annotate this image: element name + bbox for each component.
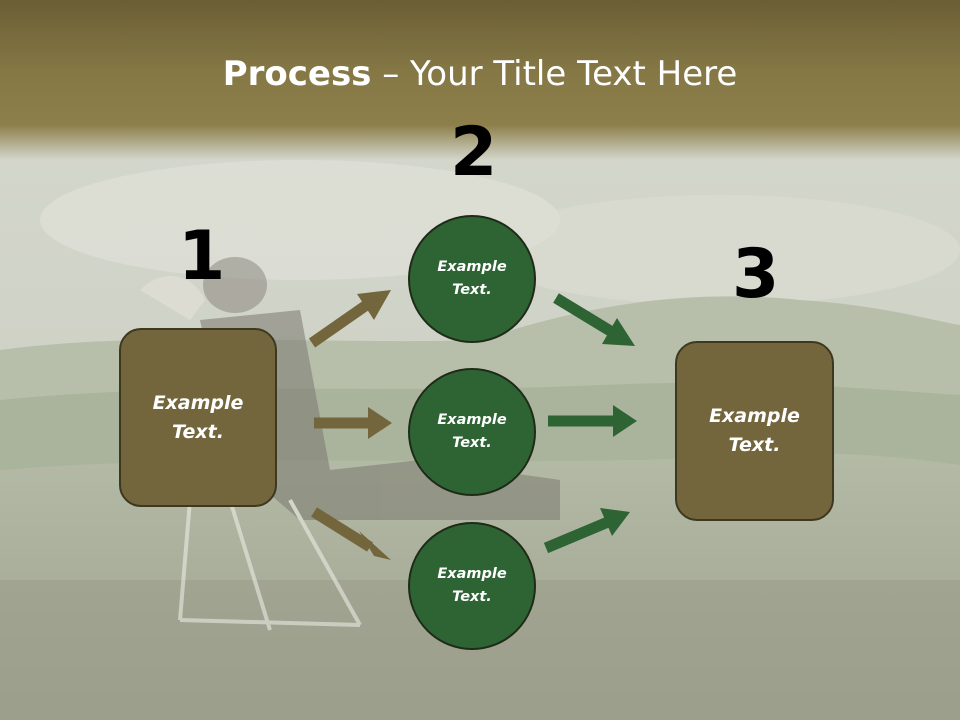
circle-middle: Example Text.: [408, 368, 536, 496]
right-box-line2: Text.: [728, 434, 781, 456]
slide-title: Process – Your Title Text Here: [0, 52, 960, 96]
circle-top-line2: Text.: [452, 282, 492, 298]
title-rest: – Your Title Text Here: [371, 54, 738, 94]
right-box: Example Text.: [675, 341, 834, 521]
circle-middle-line1: Example: [437, 412, 507, 428]
circle-bottom-line1: Example: [437, 566, 507, 582]
step-number-3: 3: [732, 235, 780, 314]
circle-top: Example Text.: [408, 215, 536, 343]
left-box: Example Text.: [119, 328, 277, 507]
arrow-left-to-bottom: [311, 507, 391, 560]
arrow-bottom-to-right: [543, 508, 630, 554]
circle-bottom-line2: Text.: [452, 589, 492, 605]
arrow-left-to-top: [308, 290, 391, 348]
arrow-left-to-middle: [314, 407, 392, 439]
step-number-1: 1: [178, 217, 226, 296]
title-bold: Process: [222, 54, 372, 94]
circle-bottom: Example Text.: [408, 522, 536, 650]
arrow-middle-to-right: [548, 405, 637, 437]
left-box-line1: Example: [152, 391, 244, 414]
step-number-2: 2: [450, 113, 498, 192]
circle-top-line1: Example: [437, 259, 507, 275]
arrow-top-to-right: [553, 293, 635, 346]
left-box-line2: Text.: [172, 420, 224, 443]
circle-middle-line2: Text.: [452, 435, 492, 451]
right-box-line1: Example: [709, 405, 800, 427]
title-banner: [0, 0, 960, 160]
